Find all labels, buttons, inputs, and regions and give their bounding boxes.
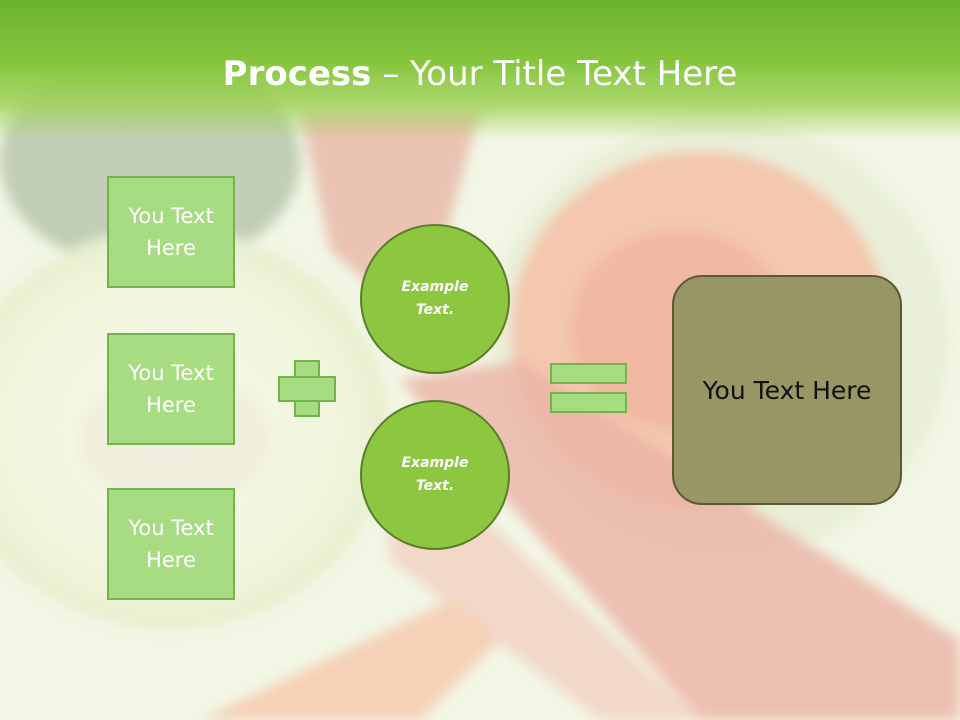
result-box-text: You Text Here bbox=[702, 375, 872, 405]
title-bold: Process bbox=[222, 54, 372, 94]
plus-icon-center bbox=[296, 378, 318, 400]
input-box-3[interactable]: You Text Here bbox=[107, 488, 235, 600]
title-separator: – bbox=[371, 54, 411, 94]
slide-title[interactable]: Process – Your Title Text Here bbox=[0, 52, 960, 96]
equals-icon-top bbox=[550, 363, 627, 384]
header-band bbox=[0, 0, 960, 140]
title-rest: Your Title Text Here bbox=[410, 54, 738, 94]
result-box[interactable]: You Text Here bbox=[672, 275, 902, 505]
input-box-2[interactable]: You Text Here bbox=[107, 333, 235, 445]
example-circle-1-text: Example Text. bbox=[401, 279, 469, 318]
example-circle-2[interactable]: Example Text. bbox=[360, 400, 510, 550]
input-box-2-text: You Text Here bbox=[128, 361, 214, 417]
equals-icon-bottom bbox=[550, 392, 627, 413]
example-circle-1[interactable]: Example Text. bbox=[360, 224, 510, 374]
input-box-3-text: You Text Here bbox=[128, 516, 214, 572]
example-circle-2-text: Example Text. bbox=[401, 455, 469, 494]
input-box-1-text: You Text Here bbox=[128, 204, 214, 260]
input-box-1[interactable]: You Text Here bbox=[107, 176, 235, 288]
